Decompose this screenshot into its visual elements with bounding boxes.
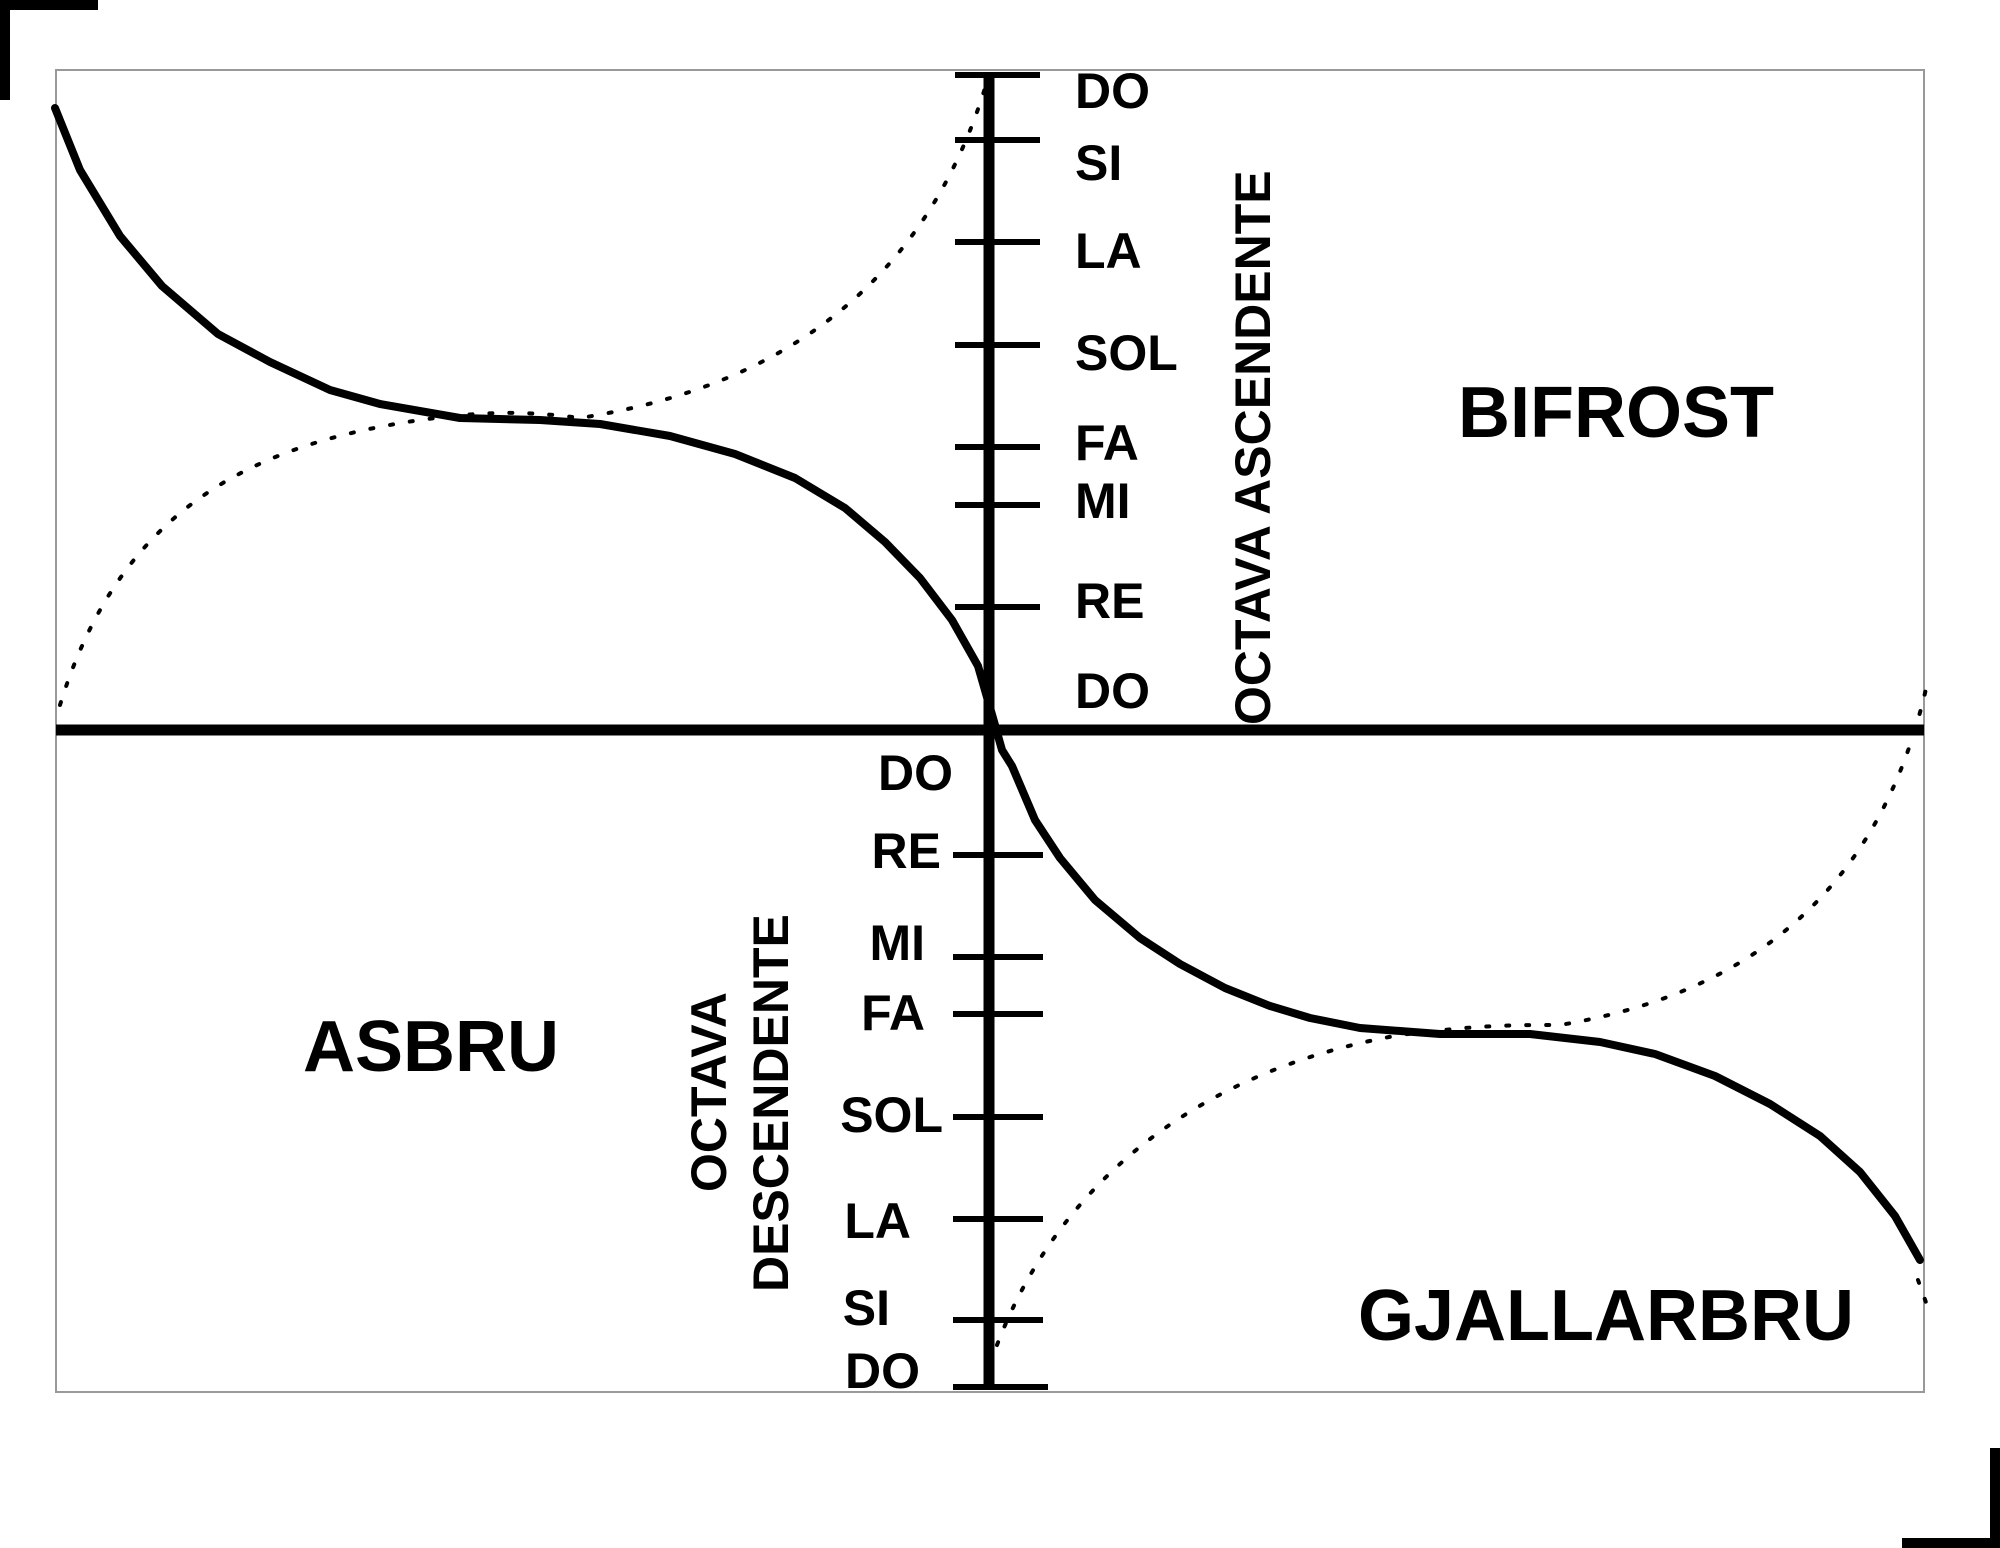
crop-mark-bottom-right xyxy=(1902,1448,2000,1548)
asc-note-fa: FA xyxy=(1075,415,1139,471)
descending-octave-label-line2: DESCENDENTE xyxy=(743,914,799,1292)
main-s-curve xyxy=(51,104,1924,1264)
dotted-curve-lower xyxy=(995,678,1930,1347)
desc-note-si: SI xyxy=(843,1280,890,1336)
desc-note-do-low: DO xyxy=(845,1343,920,1399)
dotted-curve-upper xyxy=(58,86,987,707)
ascending-octave-label: OCTAVA ASCENDENTE xyxy=(1225,170,1281,725)
desc-note-mi: MI xyxy=(869,915,925,971)
region-label-bifrost: BIFROST xyxy=(1458,373,1774,453)
asc-note-la: LA xyxy=(1075,223,1142,279)
dotted-curve-lower-tail xyxy=(1916,1278,1930,1310)
asc-note-sol: SOL xyxy=(1075,325,1178,381)
asc-note-re: RE xyxy=(1075,573,1144,629)
desc-note-fa: FA xyxy=(861,985,925,1041)
region-label-gjallarbru: GJALLARBRU xyxy=(1358,1276,1854,1356)
asc-note-do-high: DO xyxy=(1075,63,1150,119)
region-label-asbru: ASBRU xyxy=(303,1007,559,1087)
crop-mark-top-left xyxy=(0,0,98,100)
desc-note-sol: SOL xyxy=(840,1087,943,1143)
asc-note-do-low: DO xyxy=(1075,663,1150,719)
ascending-ticks xyxy=(955,72,1040,610)
ascending-note-labels: DO RE MI FA SOL LA SI DO xyxy=(1075,63,1178,719)
desc-note-la: LA xyxy=(844,1193,911,1249)
asc-note-si: SI xyxy=(1075,135,1122,191)
asc-note-mi: MI xyxy=(1075,473,1131,529)
descending-ticks xyxy=(953,852,1048,1390)
desc-note-re: RE xyxy=(872,823,941,879)
desc-note-do-high: DO xyxy=(878,745,953,801)
descending-octave-label-line1: OCTAVA xyxy=(681,992,737,1192)
descending-note-labels: DO RE MI FA SOL LA SI DO xyxy=(840,745,953,1399)
